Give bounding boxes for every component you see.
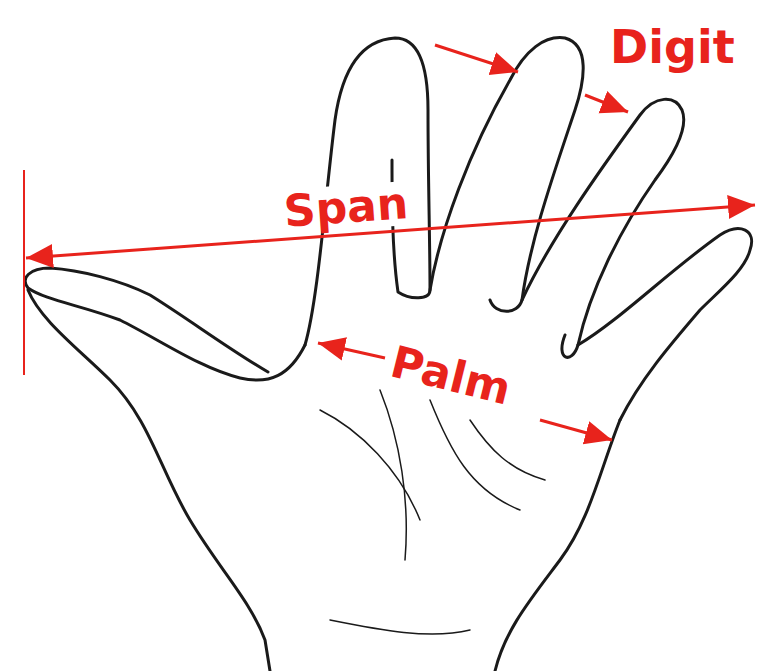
palm-label: Palm [383,339,519,413]
span-label: Span [278,181,413,234]
digit-label: Digit [606,24,739,70]
